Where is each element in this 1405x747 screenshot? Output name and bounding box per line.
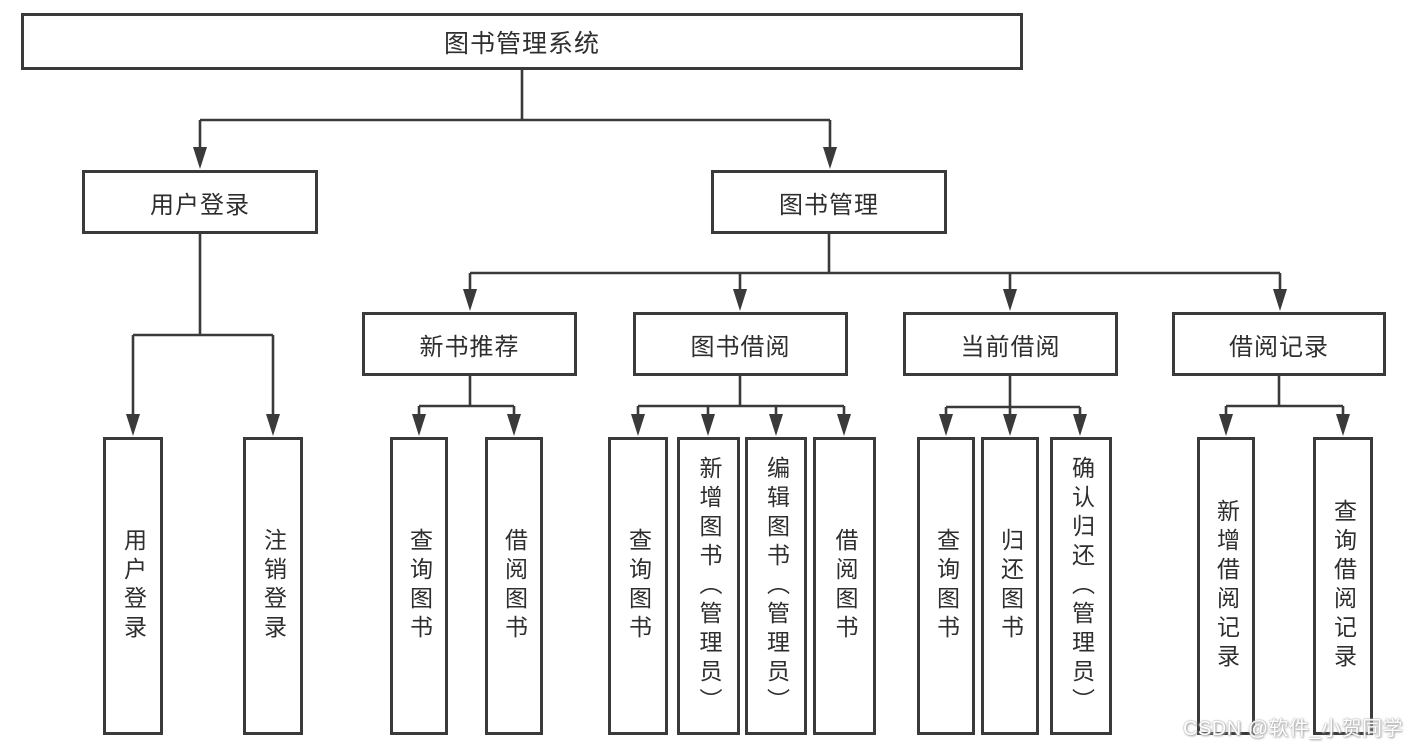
leaf-label: 查询图书 <box>406 528 433 644</box>
arrow-down-icon <box>939 414 953 436</box>
arrow-down-icon <box>412 414 426 436</box>
edges-book-management-to-level3 <box>468 234 1282 292</box>
leaf-borrow-query-books: 查询图书 <box>608 437 668 735</box>
arrow-down-icon <box>837 414 851 436</box>
leaf-newbook-borrow-books: 借阅图书 <box>485 437 543 735</box>
connector-edges <box>131 70 1345 417</box>
arrow-down-icon <box>733 289 747 311</box>
arrow-down-icon <box>701 414 715 436</box>
leaf-label: 新增借阅记录 <box>1213 499 1240 673</box>
node-user-login: 用户登录 <box>82 170 318 234</box>
leaf-label: 注销登录 <box>260 528 287 644</box>
arrow-down-icon <box>1003 414 1017 436</box>
edges-user-login-to-leaves <box>131 234 275 417</box>
leaf-label: 归还图书 <box>997 528 1024 644</box>
node-book-borrowing: 图书借阅 <box>633 312 848 376</box>
leaf-label: 查询图书 <box>625 528 652 644</box>
edges-current-borrowing-to-leaves <box>944 376 1082 417</box>
edges-new-book-to-leaves <box>417 376 516 417</box>
node-new-book-recommend: 新书推荐 <box>362 312 577 376</box>
arrow-down-icon <box>1219 414 1233 436</box>
node-borrowing-records: 借阅记录 <box>1172 312 1386 376</box>
leaf-logout: 注销登录 <box>243 437 303 735</box>
node-current-borrowing: 当前借阅 <box>903 312 1118 376</box>
arrow-down-icon <box>193 147 207 169</box>
arrow-down-icon <box>1336 414 1350 436</box>
arrow-down-icon <box>631 414 645 436</box>
arrow-down-icon <box>1273 289 1287 311</box>
arrow-down-icon <box>1073 414 1087 436</box>
arrow-down-icon <box>126 414 140 436</box>
leaf-record-query-borrow-record: 查询借阅记录 <box>1313 437 1373 735</box>
edges-book-borrowing-to-leaves <box>636 376 846 417</box>
leaf-current-query-books: 查询图书 <box>917 437 975 735</box>
leaf-label: 确认归还（管理员） <box>1068 455 1095 717</box>
csdn-watermark: CSDN @软件_小贺同学 <box>1183 718 1404 740</box>
leaf-label: 查询图书 <box>933 528 960 644</box>
node-book-management: 图书管理 <box>711 170 947 234</box>
leaf-newbook-query-books: 查询图书 <box>390 437 448 735</box>
leaf-current-confirm-return-admin: 确认归还（管理员） <box>1050 437 1112 735</box>
arrow-down-icon <box>266 414 280 436</box>
leaf-current-return-books: 归还图书 <box>981 437 1039 735</box>
leaf-borrow-edit-books-admin: 编辑图书（管理员） <box>745 437 807 735</box>
arrow-down-icon <box>823 147 837 169</box>
leaf-label: 新增图书（管理员） <box>696 455 722 717</box>
leaf-label: 借阅图书 <box>832 528 858 644</box>
arrow-down-icon <box>463 289 477 311</box>
leaf-label: 编辑图书（管理员） <box>763 455 790 717</box>
leaf-label: 借阅图书 <box>501 528 528 644</box>
leaf-label: 用户登录 <box>120 528 147 644</box>
arrow-down-icon <box>507 414 521 436</box>
leaf-user-login: 用户登录 <box>103 437 163 735</box>
leaf-record-add-borrow-record: 新增借阅记录 <box>1197 437 1255 735</box>
arrowheads <box>126 147 1350 436</box>
edges-borrowing-records-to-leaves <box>1224 376 1345 417</box>
node-root: 图书管理系统 <box>21 13 1023 70</box>
leaf-borrow-add-books-admin: 新增图书（管理员） <box>677 437 740 735</box>
arrow-down-icon <box>769 414 783 436</box>
arrow-down-icon <box>1003 289 1017 311</box>
edges-root-to-level2 <box>198 70 832 150</box>
leaf-borrow-borrow-books: 借阅图书 <box>813 437 876 735</box>
leaf-label: 查询借阅记录 <box>1330 499 1357 673</box>
